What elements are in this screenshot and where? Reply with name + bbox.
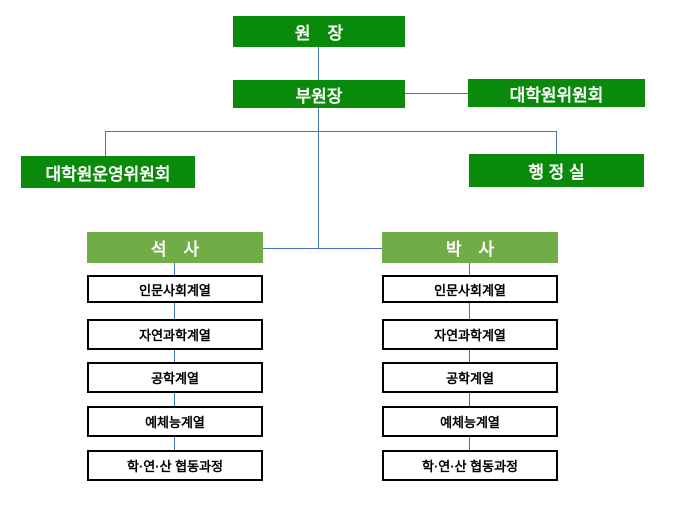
connector-vice-branches — [318, 108, 319, 249]
connector-masters-track4 — [174, 393, 175, 406]
operating-committee-box: 대학원운영위원회 — [21, 156, 195, 188]
masters-track-natural-sciences: 자연과학계열 — [87, 319, 263, 350]
vice-director-box: 부원장 — [233, 80, 405, 108]
masters-box: 석 사 — [87, 232, 263, 263]
masters-track-engineering: 공학계열 — [87, 362, 263, 393]
doctoral-track-arts-sports: 예체능계열 — [382, 406, 558, 437]
director-box: 원 장 — [233, 16, 405, 47]
connector-director-vice — [318, 47, 319, 80]
graduate-committee-box: 대학원위원회 — [468, 79, 645, 107]
admin-office-box: 행 정 실 — [469, 154, 644, 187]
connector-masters-track5 — [174, 437, 175, 450]
connector-masters-track1 — [174, 263, 175, 275]
connector-doctoral-track1 — [469, 263, 470, 275]
connector-doctoral-track5 — [469, 437, 470, 450]
connector-vice-committee — [405, 93, 468, 94]
doctoral-track-engineering: 공학계열 — [382, 362, 558, 393]
connector-drop-admin-office — [556, 131, 557, 154]
doctoral-box: 박 사 — [382, 232, 558, 263]
doctoral-track-cooperative: 학·연·산 협동과정 — [382, 450, 558, 481]
connector-doctoral-track2 — [469, 303, 470, 319]
masters-track-cooperative: 학·연·산 협동과정 — [87, 450, 263, 481]
doctoral-track-natural-sciences: 자연과학계열 — [382, 319, 558, 350]
connector-drop-operating-committee — [105, 131, 106, 156]
masters-track-humanities: 인문사회계열 — [87, 275, 263, 303]
doctoral-track-humanities: 인문사회계열 — [382, 275, 558, 303]
connector-masters-track2 — [174, 303, 175, 319]
connector-level2-horizontal — [105, 131, 557, 132]
connector-doctoral-track4 — [469, 393, 470, 406]
connector-masters-doctoral — [263, 248, 383, 249]
connector-doctoral-track3 — [469, 350, 470, 362]
connector-masters-track3 — [174, 350, 175, 362]
masters-track-arts-sports: 예체능계열 — [87, 406, 263, 437]
